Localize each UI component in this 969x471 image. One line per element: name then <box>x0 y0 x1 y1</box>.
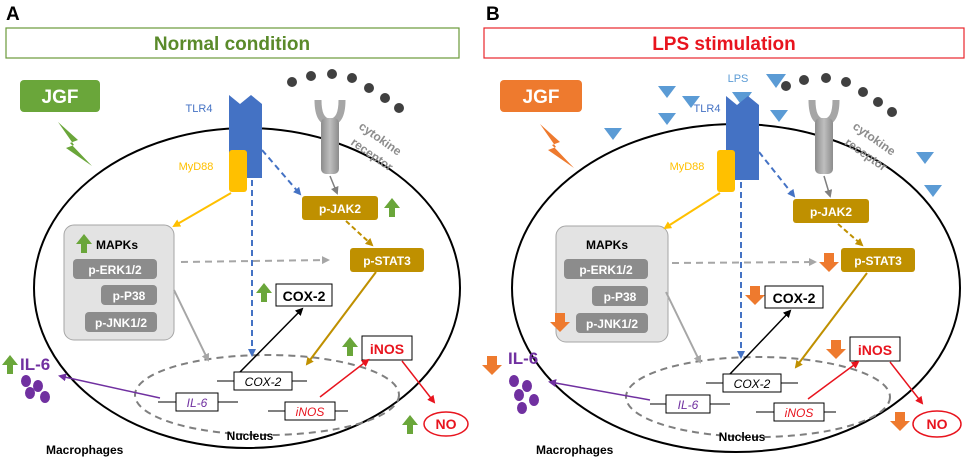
p-erk-label: p-ERK1/2 <box>88 263 142 277</box>
p-erk-box <box>564 259 648 279</box>
cox2-protein-label: COX-2 <box>283 288 326 304</box>
panel-a: A Normal condition JGF TLR4 MyD88 cytoki… <box>2 4 469 457</box>
inos-gene-label: iNOS <box>785 406 814 420</box>
header-box <box>5 27 460 59</box>
p-stat3-box <box>841 248 915 272</box>
down-arrow-icon <box>819 253 839 272</box>
il6-gene-box <box>665 394 711 414</box>
no-oval <box>912 410 962 438</box>
up-arrow-icon <box>342 337 358 356</box>
panel-b: B LPS stimulation JGF LPS TLR4 MyD88 <box>482 4 965 457</box>
inos-gene-box <box>284 401 336 421</box>
jgf-label: JGF <box>523 87 560 108</box>
up-arrow-icon <box>76 234 92 253</box>
cox2-protein-label: COX-2 <box>773 290 816 306</box>
lightning-icon <box>540 124 574 168</box>
jgf-box <box>20 80 100 112</box>
p-stat3-label: p-STAT3 <box>363 254 411 268</box>
myd88-adaptor <box>229 150 247 192</box>
up-arrow-icon <box>384 198 400 217</box>
myd88-label: MyD88 <box>179 161 214 173</box>
panel-header: LPS stimulation <box>652 34 796 55</box>
p-stat3-label: p-STAT3 <box>854 254 902 268</box>
lps-label: LPS <box>728 73 749 85</box>
il6-molecules <box>21 375 50 403</box>
up-arrow-icon <box>402 415 418 434</box>
down-arrow-icon <box>826 340 846 359</box>
cox2-gene-label: COX-2 <box>245 375 282 389</box>
p-p38-box <box>592 286 648 306</box>
macrophages-label: Macrophages <box>46 443 124 457</box>
cox2-protein-box <box>764 285 824 309</box>
down-arrow-icon <box>482 356 502 375</box>
il6-secreted-label: IL-6 <box>508 349 538 368</box>
lps-molecules <box>604 74 942 197</box>
il6-gene-label: IL-6 <box>187 396 208 410</box>
p-stat3-box <box>350 248 424 272</box>
no-label: NO <box>436 416 457 432</box>
up-arrow-icon <box>2 355 18 374</box>
inos-protein-label: iNOS <box>370 341 404 357</box>
mapks-title: MAPKs <box>586 238 628 252</box>
jgf-label: JGF <box>42 87 79 108</box>
tlr4-label: TLR4 <box>694 103 721 115</box>
inos-gene-label: iNOS <box>296 405 325 419</box>
il6-gene-label: IL-6 <box>678 398 699 412</box>
inos-protein-box <box>361 335 413 361</box>
cox2-gene-box <box>233 371 293 391</box>
p-erk-box <box>73 259 157 279</box>
cox2-gene-label: COX-2 <box>734 377 771 391</box>
cox2-gene-box <box>722 373 782 393</box>
no-label: NO <box>927 416 948 432</box>
cox2-protein-box <box>275 283 333 307</box>
tlr4-label: TLR4 <box>186 103 213 115</box>
nucleus-envelope <box>625 356 891 438</box>
il6-secreted-label: IL-6 <box>20 355 50 374</box>
il6-gene-box <box>175 392 219 412</box>
myd88-label: MyD88 <box>670 161 705 173</box>
p-jak2-box <box>793 199 869 223</box>
cytokine-receptor <box>287 69 404 174</box>
lightning-icon <box>58 122 92 166</box>
p-p38-box <box>101 285 157 305</box>
nucleus-envelope <box>134 354 400 436</box>
p-jnk-box <box>576 313 648 333</box>
panel-letter: B <box>486 4 500 25</box>
no-oval <box>423 411 469 437</box>
pathway-arrows <box>58 149 436 404</box>
macrophages-label: Macrophages <box>536 443 614 457</box>
p-jak2-label: p-JAK2 <box>319 202 361 216</box>
myd88-adaptor <box>717 150 735 192</box>
p-erk-label: p-ERK1/2 <box>579 263 633 277</box>
mapks-title: MAPKs <box>96 238 138 252</box>
cytokine-receptor <box>781 73 897 174</box>
nucleus-label: Nucleus <box>227 429 274 443</box>
jgf-box <box>500 80 582 112</box>
inos-protein-box <box>849 336 901 362</box>
p-jnk-box <box>85 312 157 332</box>
p-p38-label: p-P38 <box>113 289 146 303</box>
inos-protein-label: iNOS <box>858 342 892 358</box>
header-box <box>483 27 965 59</box>
inos-gene-box <box>773 402 825 422</box>
p-jak2-box <box>302 196 378 220</box>
up-arrow-icon <box>256 283 272 302</box>
p-jnk-label: p-JNK1/2 <box>95 316 147 330</box>
il6-molecules <box>509 375 539 414</box>
down-arrow-icon <box>890 412 910 431</box>
p-jnk-label: p-JNK1/2 <box>586 317 638 331</box>
down-arrow-icon <box>745 286 765 305</box>
mapks-box <box>63 224 175 341</box>
p-jak2-label: p-JAK2 <box>810 205 852 219</box>
nucleus-label: Nucleus <box>719 430 766 444</box>
down-arrow-icon <box>550 313 570 332</box>
pathway-arrows <box>548 151 924 405</box>
panel-header: Normal condition <box>154 34 310 55</box>
panel-letter: A <box>6 4 20 25</box>
p-p38-label: p-P38 <box>604 290 637 304</box>
